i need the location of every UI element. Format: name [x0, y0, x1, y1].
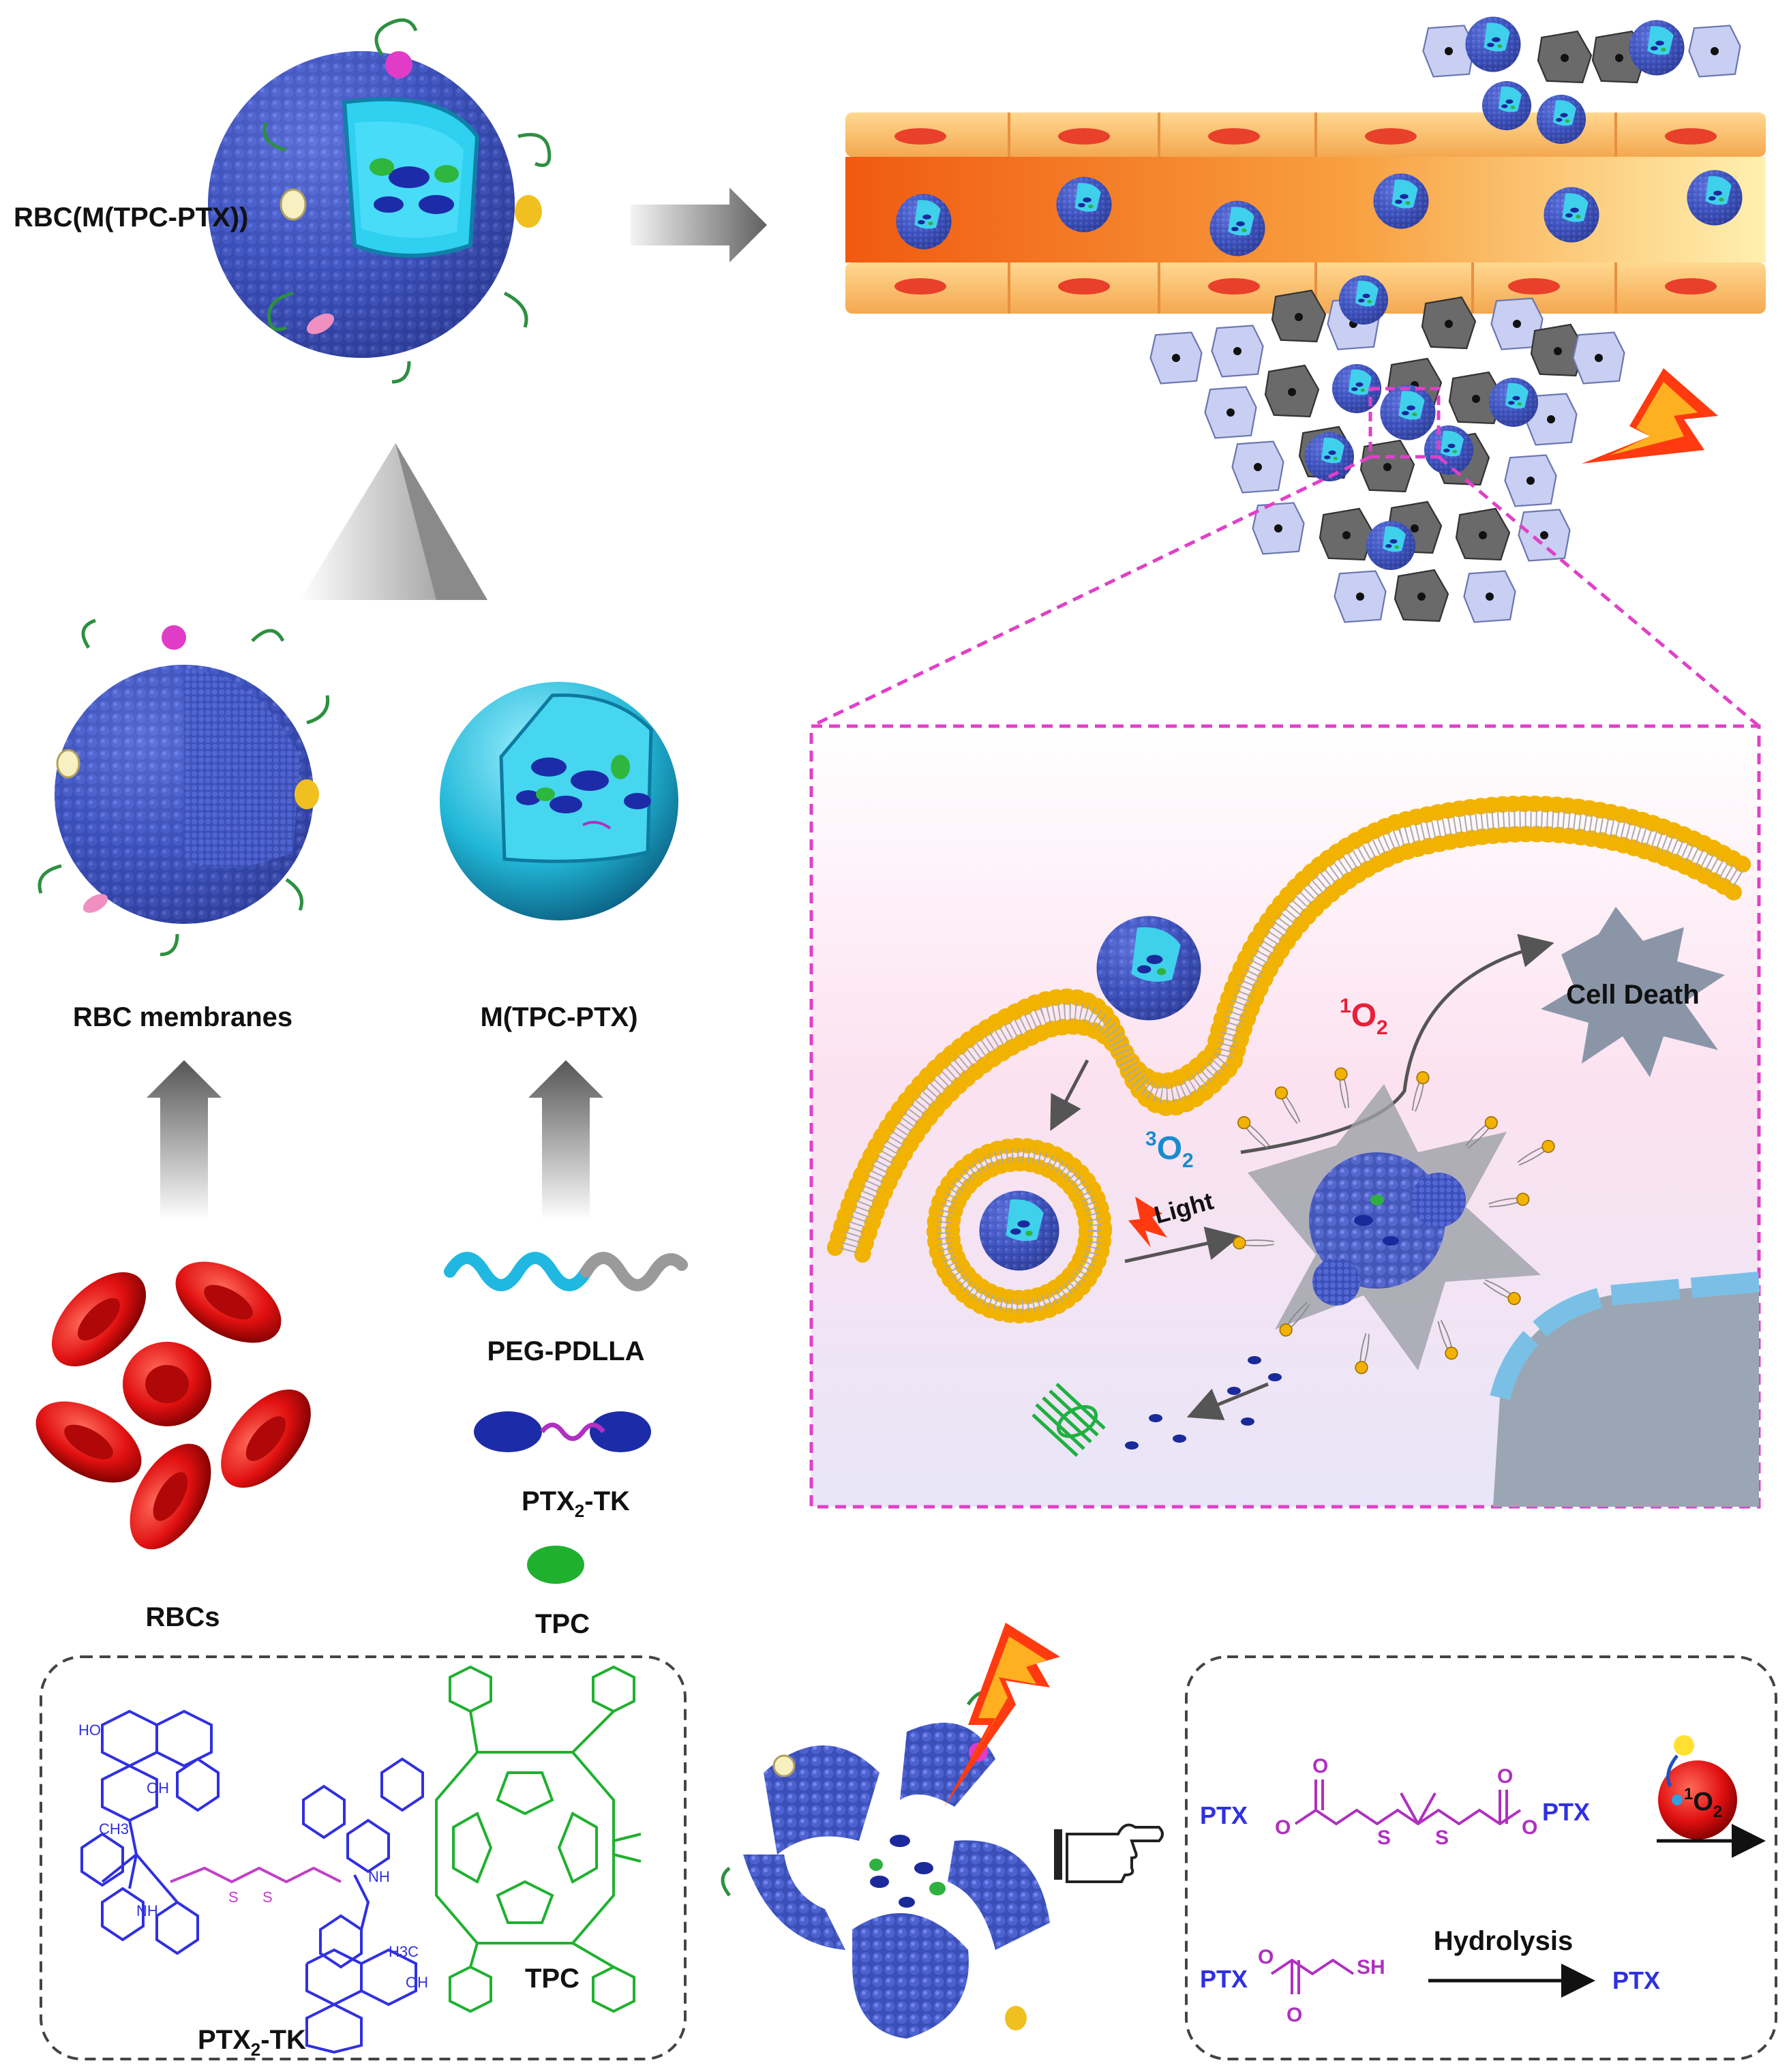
rbc-membranes-vesicle — [37, 618, 330, 957]
reaction-sh: SH — [1357, 1956, 1385, 1979]
ptx2-tk-icon — [474, 1411, 651, 1452]
arrow-right-icon — [631, 187, 767, 262]
label-hydrolysis: Hydrolysis — [1434, 1926, 1574, 1956]
hydrolysis-scheme — [1270, 1958, 1355, 1994]
ruptured-endosome — [1233, 1066, 1557, 1375]
zoom-line-left — [810, 455, 1372, 728]
tpc-structure — [435, 1665, 642, 2013]
reaction-oxidant: 1O2 — [1684, 1785, 1722, 1821]
tk-linker — [170, 1866, 342, 1884]
reaction-o-carbonyl-bottom: O — [1286, 2004, 1302, 2026]
rbc-m-tpc-ptx-nanoparticle — [208, 18, 552, 384]
lightning-icon — [944, 1623, 1060, 1807]
svg-text:NH: NH — [368, 1868, 390, 1885]
reaction-o-right: O — [1522, 1816, 1537, 1839]
tumor-mass — [1149, 275, 1625, 623]
ptx2-tk-structure — [80, 1709, 424, 2054]
label-rbc-m-tpc-ptx: RBC(M(TPC-PTX)) — [14, 202, 248, 232]
svg-text:H3C: H3C — [389, 1943, 419, 1960]
tk-reaction-scheme — [1294, 1780, 1522, 1826]
cell-death-burst-icon — [1541, 907, 1725, 1077]
atom-labels: HO OH NH NH OH H3C CH3 — [78, 1722, 428, 1991]
arrow-up-icon — [147, 1060, 222, 1220]
atom-s2: S — [262, 1889, 273, 1906]
label-tpc-structure: TPC — [525, 1964, 580, 1994]
svg-text:OH: OH — [406, 1974, 428, 1991]
reaction-ptx-bottom: PTX — [1200, 1965, 1248, 1993]
label-triplet-oxygen: 3O2 — [1145, 1128, 1194, 1172]
label-rbcs: RBCs — [146, 1602, 220, 1632]
atom-s1: S — [228, 1889, 239, 1906]
red-blood-cells — [35, 1261, 311, 1550]
reaction-ptx-left: PTX — [1200, 1801, 1248, 1829]
svg-text:NH: NH — [136, 1902, 158, 1919]
disassembled-nanoparticle — [721, 1690, 1050, 2039]
label-rbc-membranes: RBC membranes — [73, 1002, 292, 1032]
pointing-hand-icon — [1054, 1823, 1164, 1883]
label-peg-pdlla: PEG-PDLLA — [487, 1336, 644, 1366]
label-tpc-legend: TPC — [535, 1609, 590, 1639]
reaction-o-top-left: O — [1312, 1755, 1328, 1777]
reaction-s1: S — [1377, 1827, 1391, 1849]
reaction-ptx-right: PTX — [1542, 1798, 1590, 1826]
singlet-oxygen-oxidant-icon — [1658, 1735, 1737, 1840]
reaction-s2: S — [1435, 1827, 1449, 1849]
blood-vessel — [845, 112, 1766, 314]
label-singlet-oxygen: 1O2 — [1340, 995, 1388, 1039]
arrow-up-icon — [300, 443, 487, 600]
svg-text:CH3: CH3 — [99, 1820, 129, 1837]
lightning-icon — [1582, 368, 1718, 464]
structures-box — [40, 1655, 687, 2060]
svg-text:HO: HO — [78, 1722, 101, 1739]
reaction-o-top-right: O — [1497, 1765, 1513, 1788]
m-tpc-ptx-micelle — [440, 682, 678, 920]
label-ptx2-tk: PTX2-TK — [522, 1486, 630, 1521]
reaction-box — [1185, 1655, 1777, 2060]
reaction-ptx-product: PTX — [1612, 1966, 1660, 1994]
label-cell-death: Cell Death — [1566, 980, 1700, 1010]
label-ptx2-tk-structure: PTX2-TK — [198, 2025, 306, 2060]
svg-text:OH: OH — [147, 1780, 169, 1797]
label-m-tpc-ptx: M(TPC-PTX) — [480, 1002, 637, 1032]
cell-uptake-panel: Light — [809, 724, 1761, 1509]
peg-pdlla-icon — [444, 1252, 688, 1291]
tpc-icon — [527, 1546, 584, 1584]
reaction-o-left: O — [1275, 1816, 1291, 1839]
arrow-up-icon — [528, 1060, 603, 1220]
microtubule-icon — [1032, 1383, 1106, 1457]
reaction-o-bottom: O — [1258, 1946, 1274, 1968]
